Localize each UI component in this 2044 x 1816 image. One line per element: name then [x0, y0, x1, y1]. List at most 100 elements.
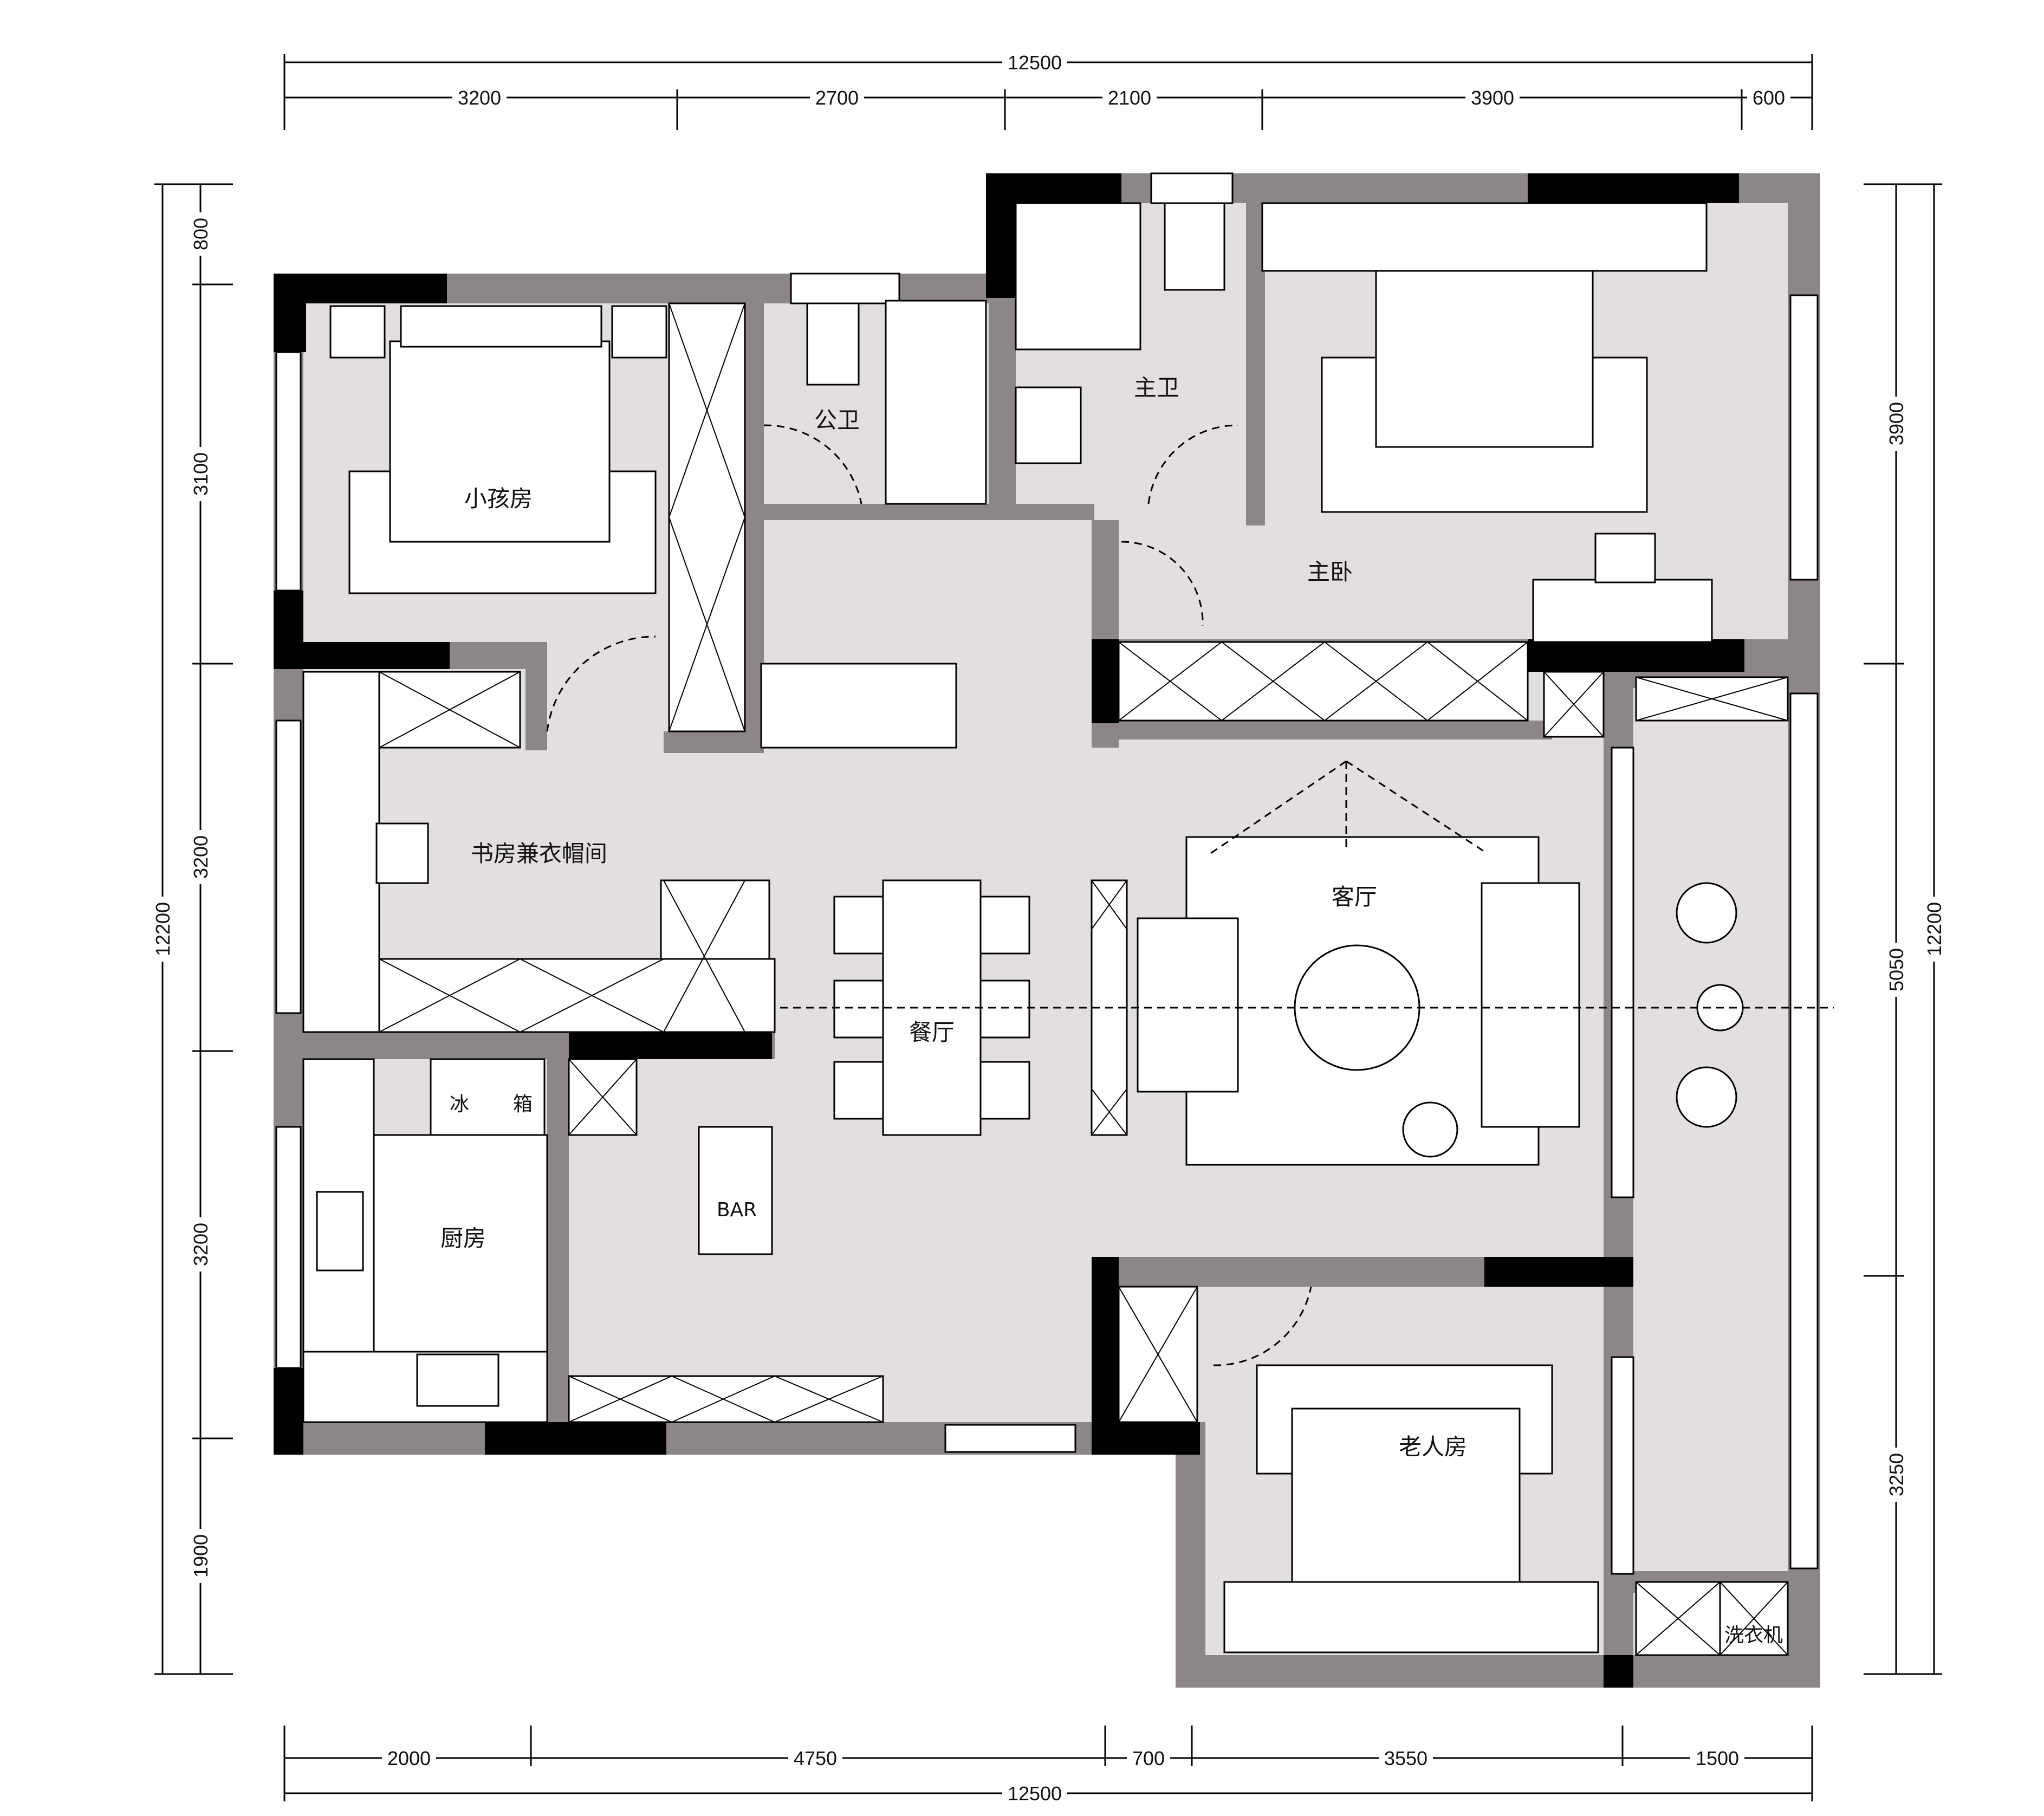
door-swings: [546, 424, 1834, 1366]
master-shower: [1015, 202, 1141, 351]
label-dining: 餐厅: [909, 1019, 955, 1046]
dim-left-1: 800: [190, 218, 212, 250]
window-public-bath: [790, 273, 900, 304]
room-labels: 小孩房 公卫 主卫 主卧 书房兼衣帽间 客厅 餐厅 厨房 BAR 老人房 洗衣机…: [440, 374, 1783, 1646]
column-master-bl: [1092, 639, 1119, 723]
dim-top-3: 2100: [1108, 87, 1151, 109]
label-washer: 洗衣机: [1724, 1624, 1783, 1646]
living-sofa: [1481, 882, 1580, 1128]
dim-top-2: 2700: [815, 87, 859, 109]
door-elder: [1213, 1286, 1312, 1366]
dim-top-total: 12500: [1008, 51, 1062, 74]
column-master-br: [1528, 639, 1744, 672]
dim-top-1: 3200: [458, 87, 501, 109]
master-toilet: [1164, 202, 1225, 291]
column-kitchen-bl: [274, 1368, 303, 1455]
column-bottom-right: [1604, 1655, 1633, 1688]
dim-left-2: 3100: [190, 452, 212, 496]
dim-bottom-3: 700: [1132, 1747, 1165, 1769]
dining-chair-2: [833, 980, 884, 1039]
study-cabinet-low: [378, 958, 776, 1033]
study-cabinet-upper: [660, 879, 770, 960]
master-closet: [1118, 641, 1529, 722]
kids-nightstand-l: [329, 305, 386, 359]
label-master-bedroom: 主卧: [1307, 559, 1353, 585]
door-master: [1121, 541, 1204, 626]
hall-counter: [760, 663, 957, 749]
column-bottom-mid: [485, 1422, 666, 1455]
window-master-bath: [1150, 172, 1234, 204]
study-chair: [375, 822, 429, 884]
dining-chair-3: [833, 1061, 884, 1120]
dim-top-4: 3900: [1471, 87, 1514, 109]
balcony-chair-2: [1676, 1066, 1737, 1128]
kitchen-stove: [416, 1353, 499, 1407]
column-kid-left: [274, 591, 303, 669]
window-bottom: [944, 1424, 1076, 1453]
column-top-right: [1528, 173, 1739, 203]
wall-bottom-right: [1176, 1655, 1820, 1688]
living-armchair: [1137, 917, 1239, 1093]
label-public-bath: 公卫: [814, 407, 860, 433]
label-bar: BAR: [717, 1199, 757, 1221]
master-wardrobe-top: [1261, 202, 1708, 272]
wall-kids-door: [525, 642, 547, 750]
dim-bottom-2: 4750: [794, 1747, 837, 1769]
kids-nightstand-r: [611, 305, 667, 359]
living-side-table: [1402, 1101, 1458, 1158]
window-master-right: [1789, 294, 1819, 581]
dim-right-2: 5050: [1885, 948, 1907, 991]
dim-bottom-1: 2000: [387, 1747, 431, 1769]
public-toilet: [806, 302, 860, 386]
master-desk: [1532, 579, 1713, 643]
dim-bottom-total: 12500: [1008, 1782, 1062, 1805]
column-top-mid-v: [986, 173, 1016, 298]
column-tl: [274, 274, 306, 352]
label-fridge-left: 冰: [450, 1093, 469, 1115]
dining-chair-6: [979, 1061, 1030, 1120]
floor-main: [282, 179, 1812, 1685]
door-master-bath: [1147, 424, 1238, 504]
label-fridge-right: 箱: [513, 1093, 533, 1115]
dimension-labels: 12500 3200 2700 2100 3900 600 2000 4750 …: [151, 50, 1946, 1805]
dining-chair-1: [833, 896, 884, 955]
door-public-bath: [763, 424, 862, 504]
column-elder-bl: [1092, 1422, 1200, 1455]
door-kids: [546, 635, 656, 732]
label-living-room: 客厅: [1332, 884, 1377, 910]
kitchen-bottom-cabinet: [568, 1375, 884, 1423]
window-kids-left: [275, 351, 302, 592]
master-bed: [1375, 270, 1594, 448]
elder-headboard: [1223, 1581, 1599, 1653]
label-kitchen: 厨房: [440, 1225, 486, 1251]
wall-bath-divider: [758, 504, 1094, 520]
tv-beam-1: [1210, 760, 1347, 854]
bar-counter: [698, 1126, 773, 1255]
dim-left-5: 1900: [190, 1534, 212, 1578]
dim-left-3: 3200: [190, 835, 212, 879]
walls-solid: [274, 173, 1744, 1688]
master-sink: [1015, 386, 1082, 464]
column-study-h: [569, 1032, 772, 1059]
wall-kitchen-right: [547, 1032, 569, 1422]
dining-chair-4: [979, 896, 1030, 955]
wall-kids-right: [664, 731, 764, 753]
window-elder-right: [1611, 1356, 1634, 1575]
tv-beam-2: [1346, 760, 1488, 854]
study-desk-long: [302, 671, 380, 1033]
furniture: [302, 202, 1789, 1656]
kitchen-sink: [316, 1191, 364, 1272]
public-tub: [885, 300, 987, 505]
cabinet-crosses: [379, 303, 1788, 1656]
column-kid-bottom: [303, 642, 450, 669]
windows: [275, 172, 1819, 1575]
dim-bottom-4: 3550: [1384, 1747, 1427, 1769]
label-elder-room: 老人房: [1399, 1434, 1467, 1460]
dim-top-5: 600: [1753, 87, 1785, 109]
dim-right-3: 3250: [1885, 1453, 1907, 1496]
window-study-left: [275, 719, 302, 1014]
dim-left-4: 3200: [190, 1223, 212, 1266]
column-tl2: [306, 274, 447, 303]
balcony-chair-1: [1676, 882, 1737, 944]
dim-right-1: 3900: [1885, 402, 1907, 445]
